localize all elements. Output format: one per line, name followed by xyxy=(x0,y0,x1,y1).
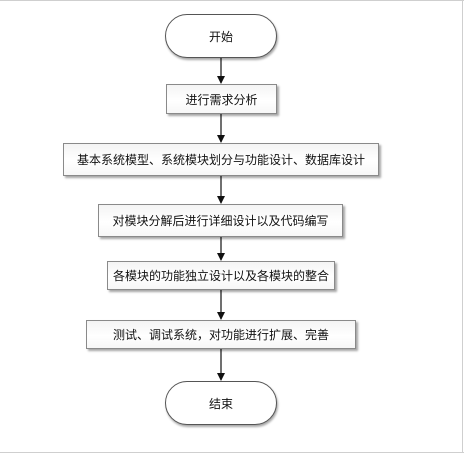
frame-border-top xyxy=(0,0,464,1)
step-system-model-design: 基本系统模型、系统模块划分与功能设计、数据库设计 xyxy=(63,143,379,176)
start-terminal: 开始 xyxy=(165,14,277,58)
end-terminal: 结束 xyxy=(165,381,277,425)
step-testing-improvement: 测试、调试系统，对功能进行扩展、完善 xyxy=(86,320,356,349)
frame-border-right xyxy=(462,0,463,453)
step-module-integration: 各模块的功能独立设计以及各模块的整合 xyxy=(107,261,335,290)
step-detailed-design-coding: 对模块分解后进行详细设计以及代码编写 xyxy=(98,204,343,237)
step-requirements-analysis: 进行需求分析 xyxy=(166,84,277,114)
